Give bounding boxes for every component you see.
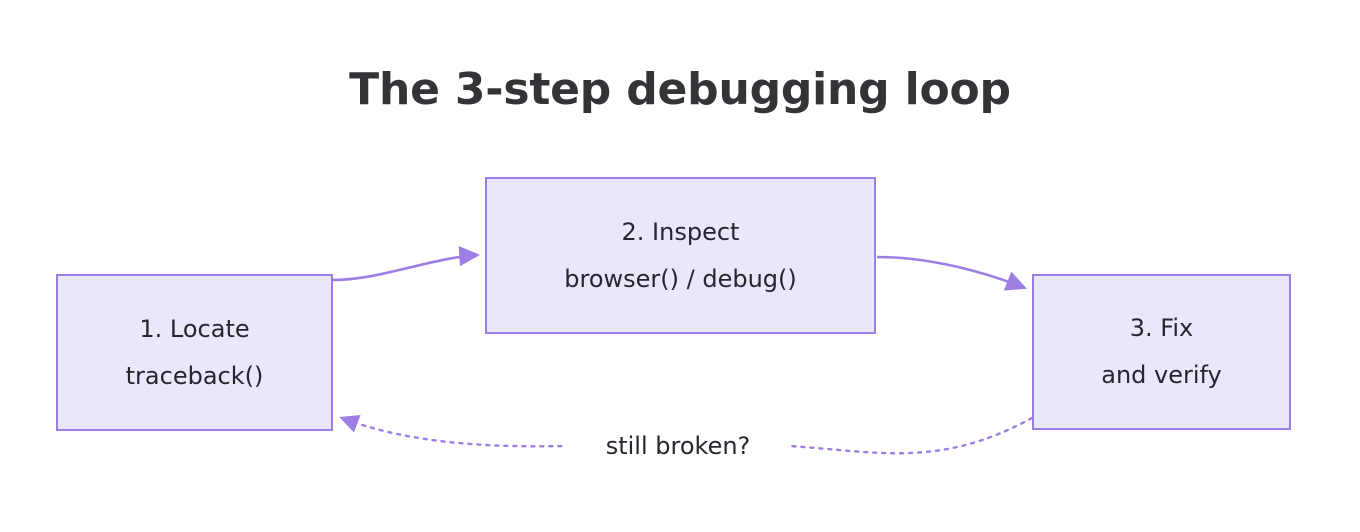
- node-inspect-line-1: 2. Inspect: [621, 217, 740, 246]
- node-fix-line-2: and verify: [1101, 361, 1222, 389]
- edge-inspect-to-fix: [876, 255, 1027, 291]
- node-fix-line-1: 3. Fix: [1129, 314, 1194, 342]
- node-fix[interactable]: 3. Fix and verify: [1032, 274, 1291, 430]
- page-title: The 3-step debugging loop: [349, 64, 1011, 115]
- node-inspect-line-2: browser() / debug(): [564, 264, 797, 293]
- edge-locate-to-inspect: [332, 246, 481, 282]
- node-inspect[interactable]: 2. Inspect browser() / debug(): [485, 177, 876, 334]
- edge-label-still-broken: still broken?: [566, 432, 790, 460]
- node-locate[interactable]: 1. Locate traceback(): [56, 274, 333, 431]
- node-locate-line-2: traceback(): [125, 361, 264, 390]
- node-locate-line-1: 1. Locate: [139, 314, 250, 343]
